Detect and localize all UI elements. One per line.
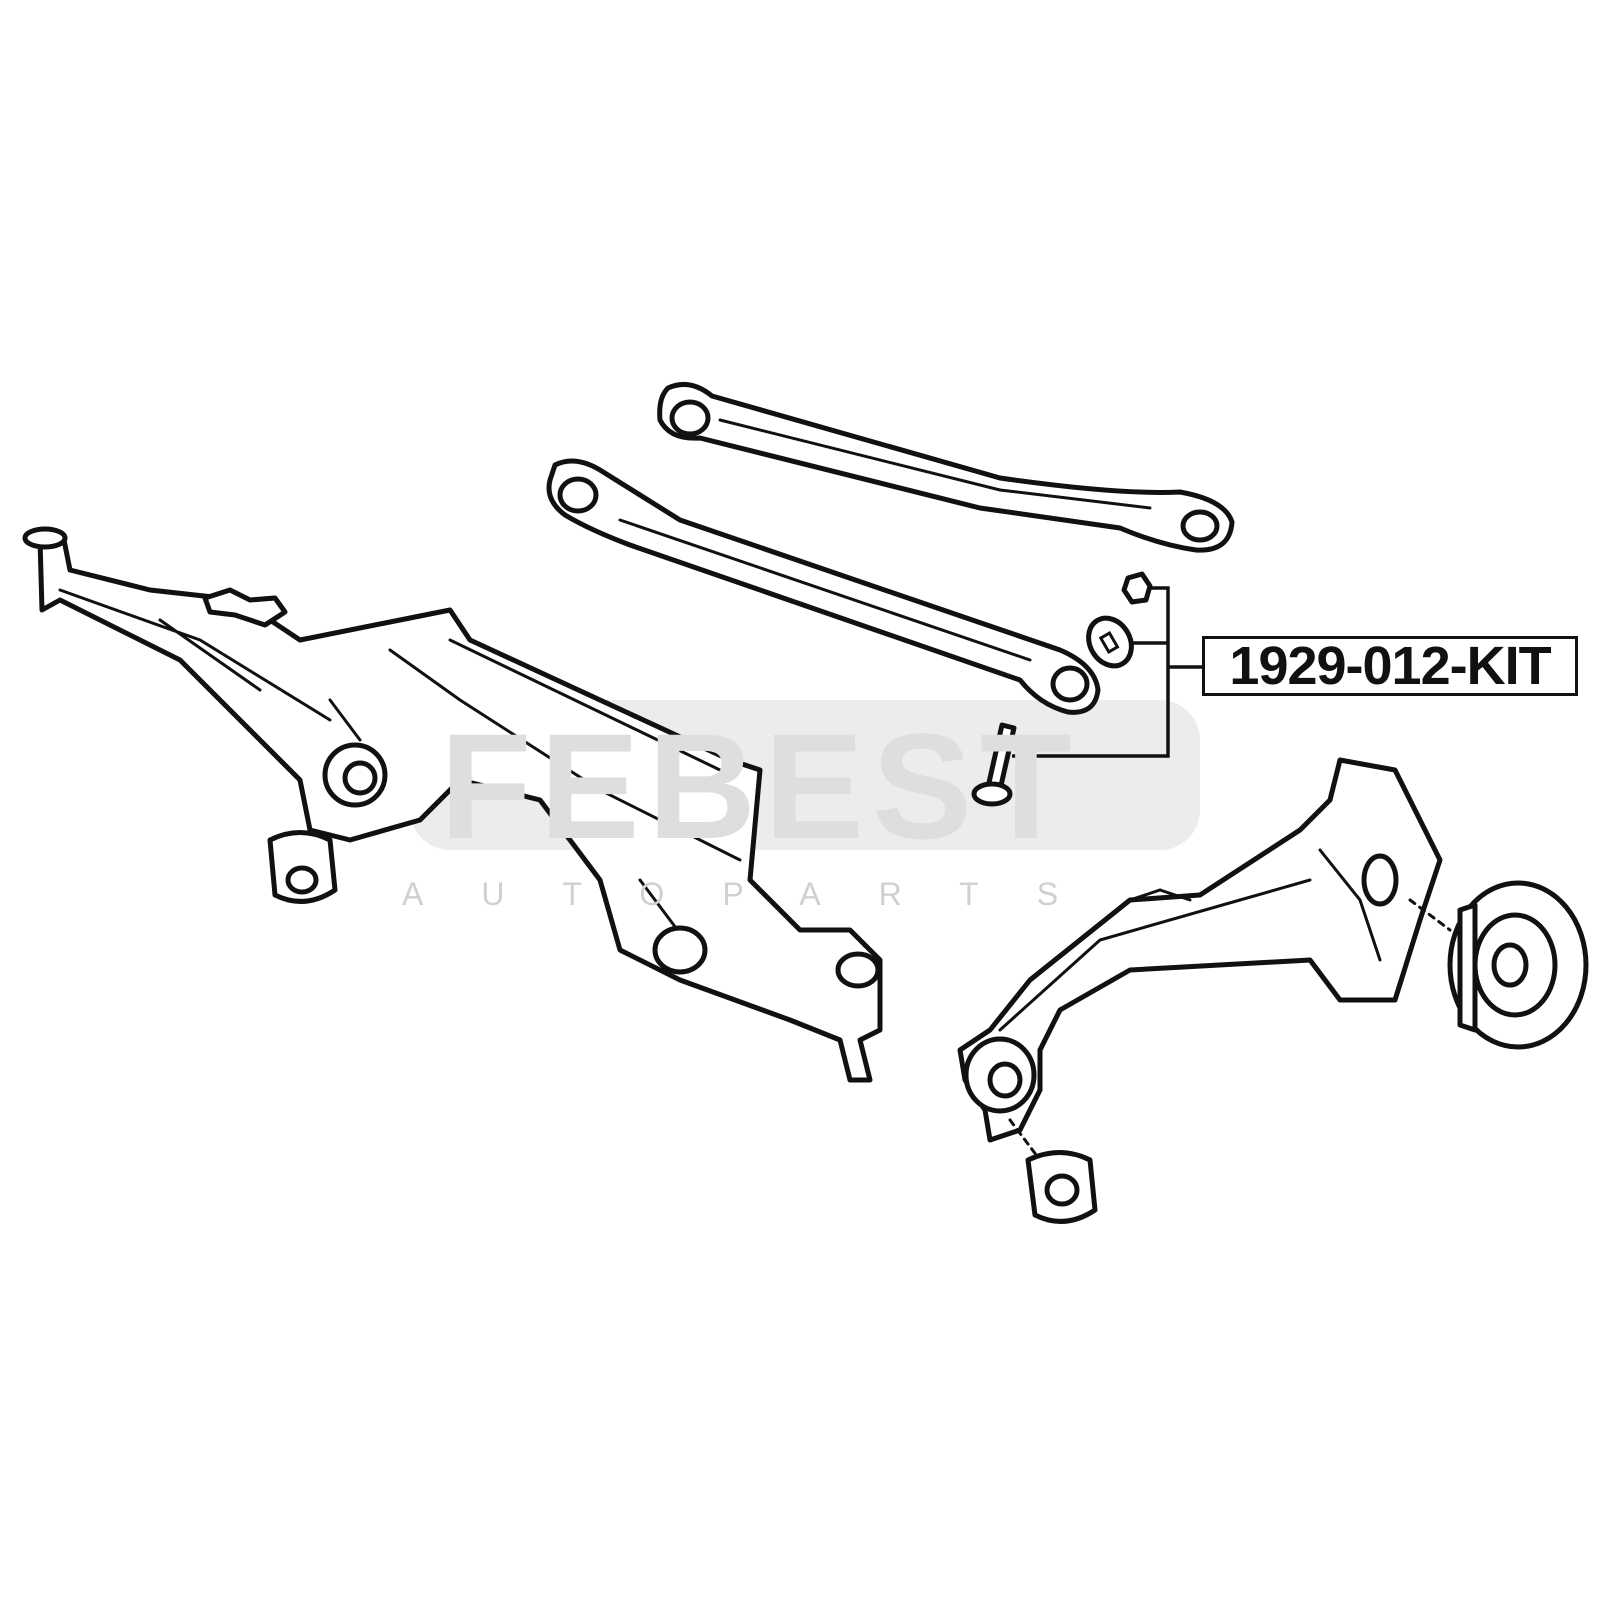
trailing-arm-knuckle [957, 757, 1452, 1162]
rear-subframe [22, 526, 883, 1083]
part-number-label: 1929-012-KIT [1202, 636, 1578, 696]
wheel-hub [1447, 880, 1589, 1050]
camber-bolt [971, 722, 1017, 807]
watermark-tagline: AUTOPARTS [402, 876, 1116, 912]
lower-link-arm [546, 458, 1101, 715]
upper-link-arm [657, 381, 1235, 553]
knuckle-bushing [1025, 1150, 1098, 1224]
subframe-bushing [267, 830, 338, 904]
watermark-brand: FEBEST [440, 702, 1080, 870]
callout-bracket [1012, 586, 1202, 758]
watermark-logo: FEBEST AUTOPARTS [402, 702, 1116, 912]
adjusting-nut [1121, 571, 1153, 605]
eccentric-washer [1086, 615, 1134, 669]
